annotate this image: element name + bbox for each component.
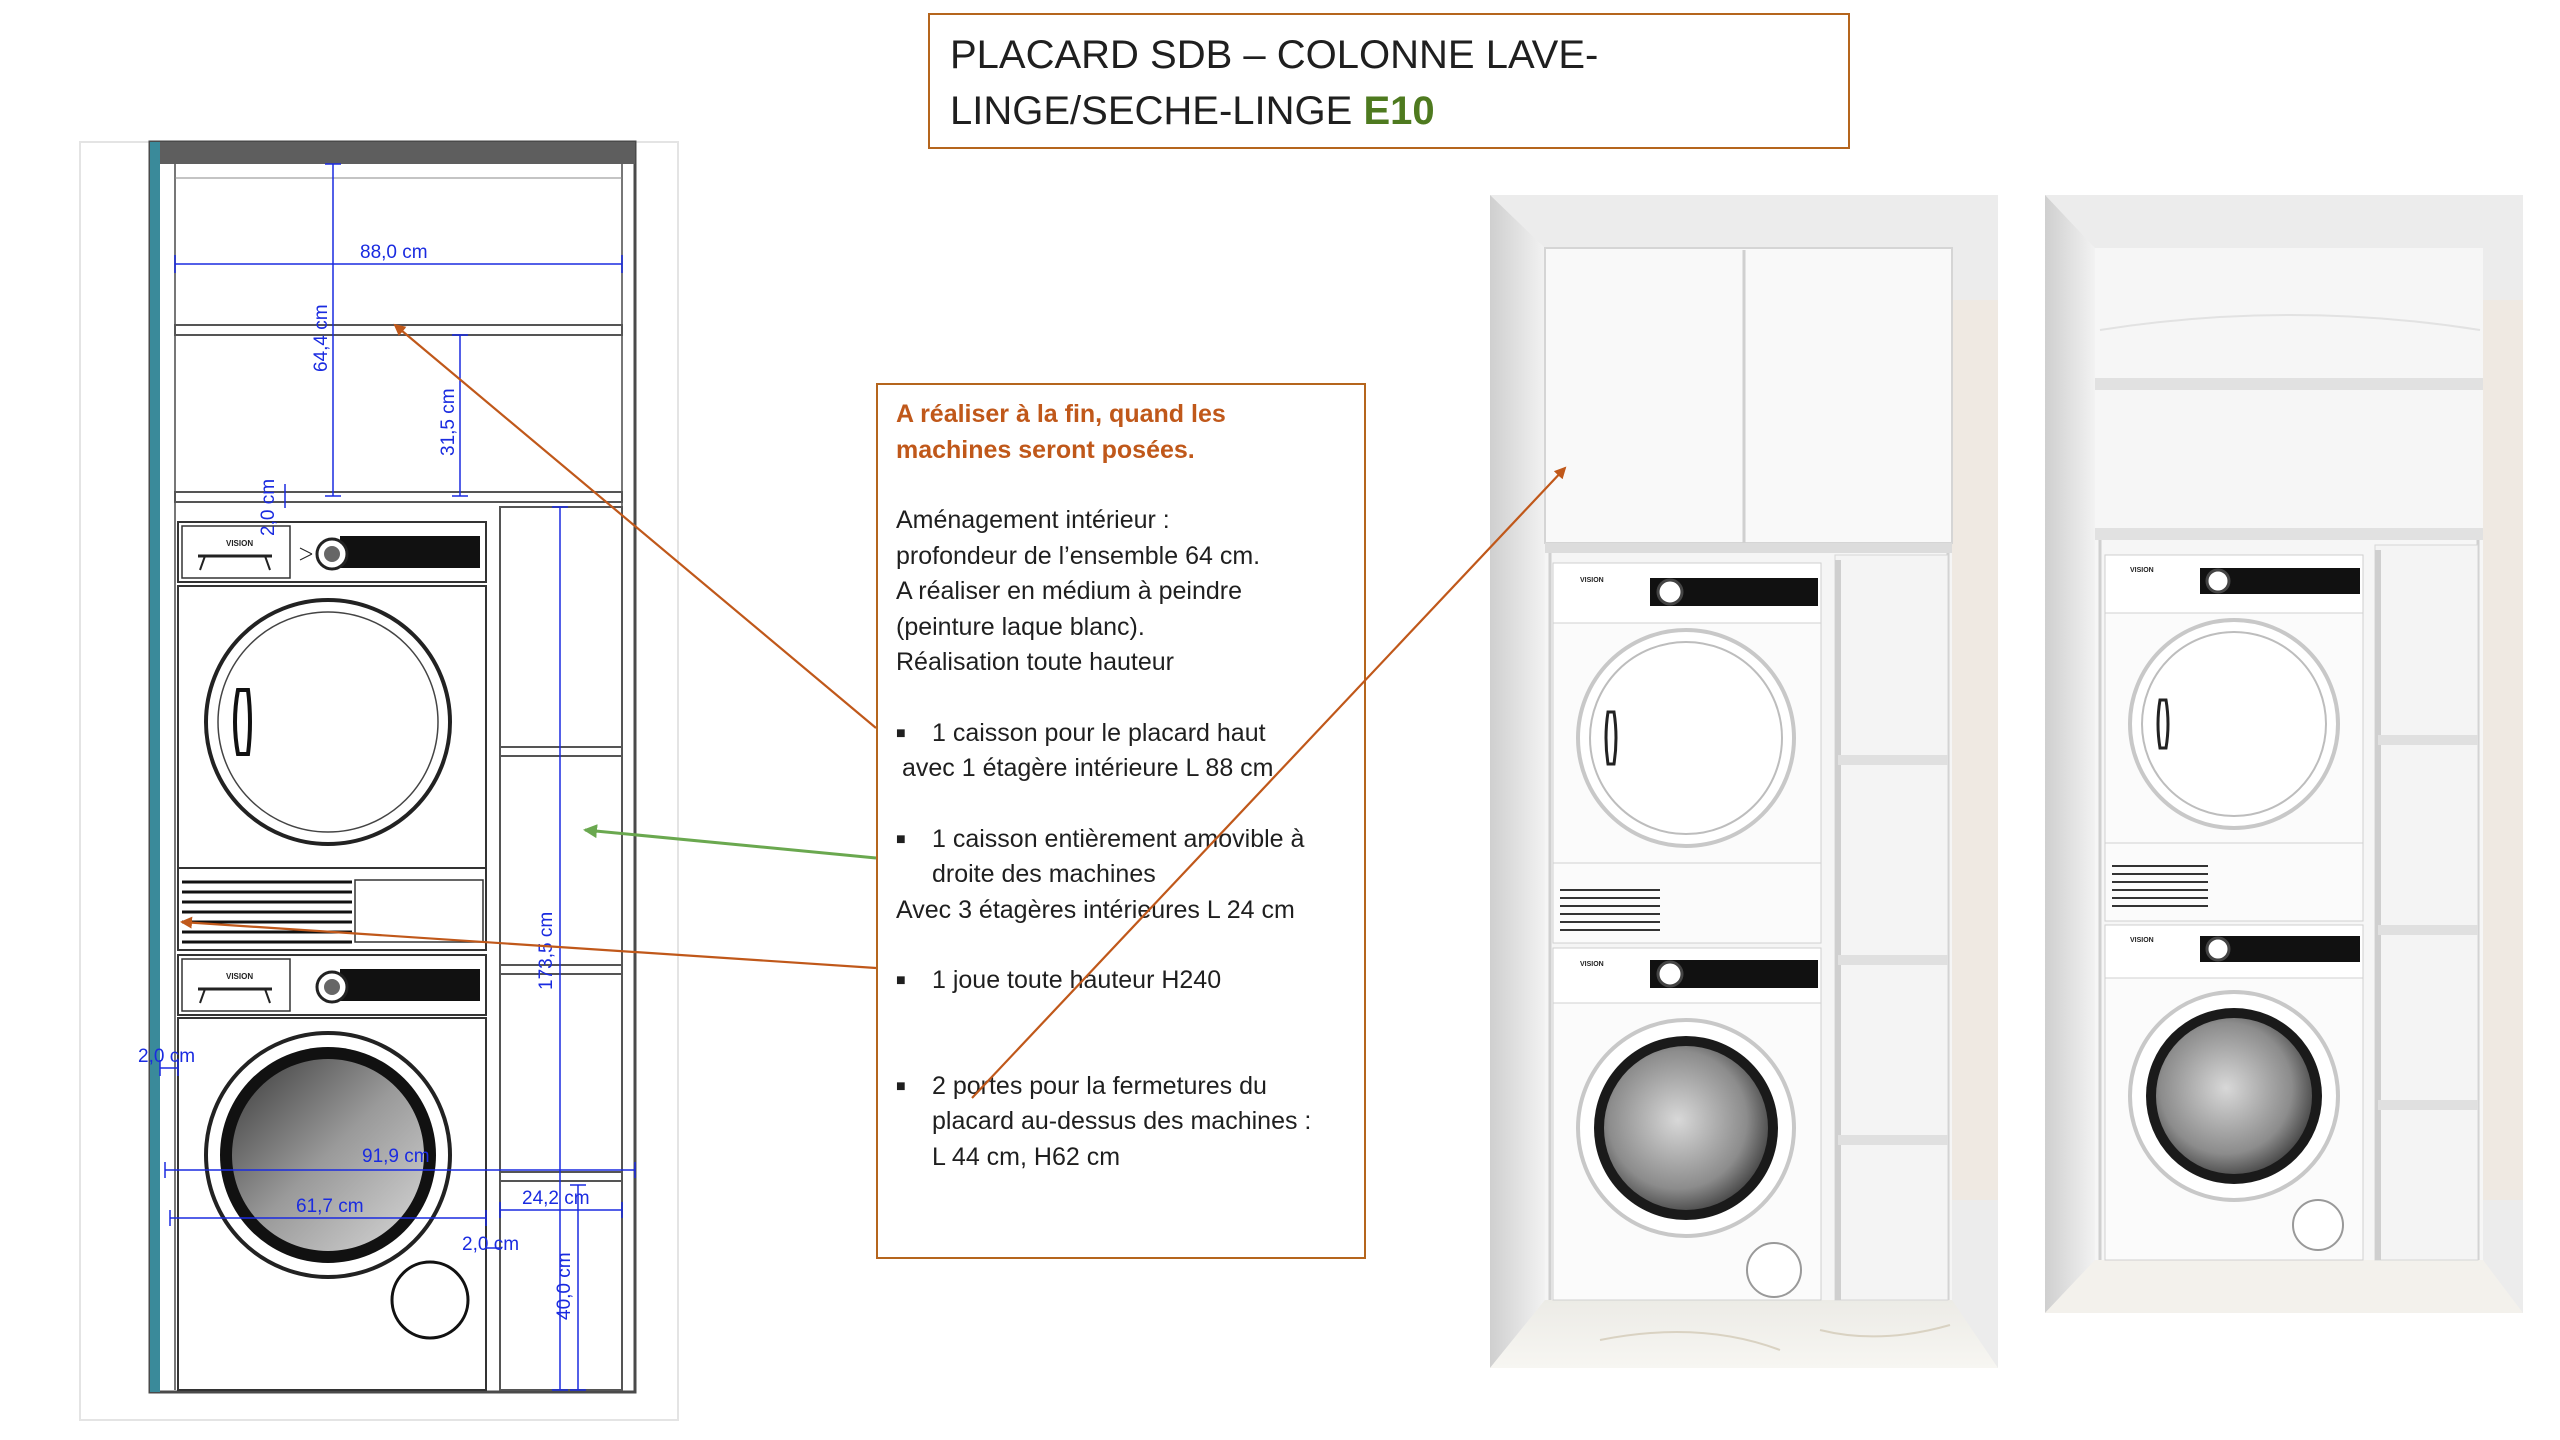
note-item-4-line-1: 2 portes pour la fermetures du [932,1071,1267,1100]
caisson-shelf-2 [499,964,623,975]
render-b-dryer-brand: VISION [2130,567,2154,574]
washer-machine: VISION [177,954,487,1391]
dim-upper-height: 64,4 cm [311,304,332,372]
elevation-drawing: VISION VISION [79,140,679,1421]
render-a-dryer-brand: VISION [1580,577,1604,584]
note-item-4: ■ 2 portes pour la fermetures du placard… [896,1069,1346,1176]
note-intro-1: Aménagement intérieur : [896,506,1170,534]
note-item-1: ■ 1 caisson pour le placard haut [896,716,1346,752]
note-item-4-line-2: placard au-dessus des machines : [932,1107,1312,1135]
dim-width-top: 88,0 cm [360,242,428,263]
note-item-2-line-2: droite des machines [932,860,1156,888]
dim-gap-top: 2,0 cm [258,479,279,536]
caisson-shelf-1 [499,746,623,757]
render-b-washer-brand: VISION [2130,937,2154,944]
bullet-icon: ■ [896,724,906,742]
washer-brand: VISION [226,972,253,981]
note-heading-1: A réaliser à la fin, quand les [896,400,1226,428]
dim-total-width: 91,9 cm [362,1146,430,1167]
title-code: E10 [1363,89,1435,133]
render-doors-closed: VISION VISION [1490,195,1998,1368]
top-panel [160,142,635,164]
note-item-1-line-2: avec 1 étagère intérieure L 88 cm [902,754,1274,782]
bullet-icon: ■ [896,1077,906,1095]
dim-gap-bottom: 2,0 cm [462,1234,519,1255]
note-item-3: ■ 1 joue toute hauteur H240 [896,963,1346,999]
render-doors-open: VISION VISION [2045,195,2523,1313]
bullet-icon: ■ [896,830,906,848]
note-item-3-line-1: 1 joue toute hauteur H240 [932,966,1222,994]
bullet-icon: ■ [896,972,906,989]
render-a-washer-brand: VISION [1580,961,1604,968]
dim-column-height: 173,5 cm [536,912,557,990]
caisson-shelf-3 [499,1171,623,1182]
note-intro-2: profondeur de l’ensemble 64 cm. [896,541,1261,570]
left-side-panel [150,142,160,1392]
note-intro-4: (peinture laque blanc). [896,612,1145,641]
note-item-2-line-1: 1 caisson entièrement amovible à [932,824,1305,853]
note-item-2-line-3: Avec 3 étagères intérieures L 24 cm [896,895,1295,924]
note-item-1-line-1: 1 caisson pour le placard haut [932,718,1266,747]
dryer-brand: VISION [226,539,253,548]
note-item-4-line-3: L 44 cm, H62 cm [932,1142,1121,1171]
title-line-1: PLACARD SDB – COLONNE LAVE- [950,33,1599,77]
dryer-machine: VISION [177,521,487,951]
dim-shelf-height: 31,5 cm [438,388,459,456]
machine-shelf [174,491,623,503]
title-box: PLACARD SDB – COLONNE LAVE- LINGE/SECHE-… [928,13,1850,149]
dim-machine-width: 61,7 cm [296,1196,364,1217]
title-line-2: LINGE/SECHE-LINGE E10 [950,83,1828,139]
dim-plinth-height: 40,0 cm [554,1252,575,1320]
note-intro-5: Réalisation toute hauteur [896,648,1174,676]
note-box: A réaliser à la fin, quand les machines … [876,383,1366,1259]
dim-side-gap: 2,0 cm [138,1046,195,1067]
upper-shelf [174,324,623,336]
note-heading-2: machines seront posées. [896,435,1195,464]
dim-caisson-width: 24,2 cm [522,1188,590,1209]
note-item-2: ■ 1 caisson entièrement amovible à droit… [896,822,1346,893]
title-line-2-text: LINGE/SECHE-LINGE [950,89,1353,133]
note-intro-3: A réaliser en médium à peindre [896,577,1243,605]
